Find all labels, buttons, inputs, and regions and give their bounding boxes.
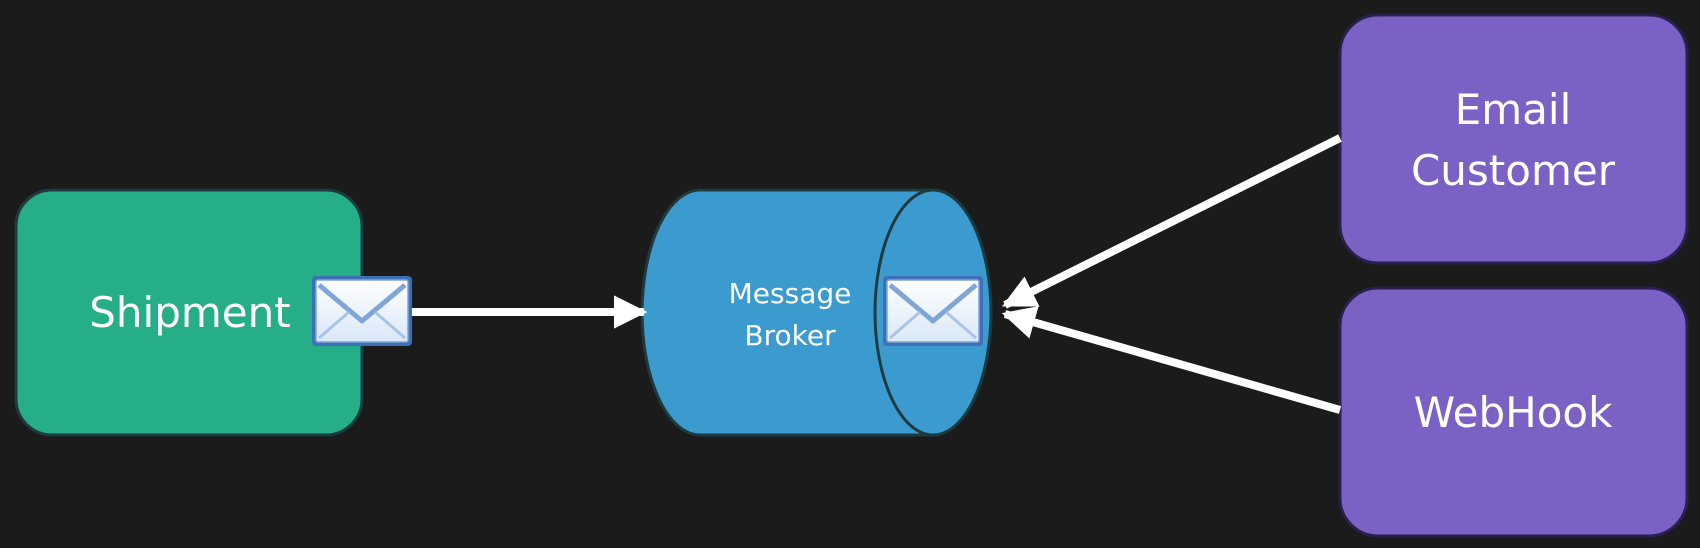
webhook-node: WebHook (1338, 286, 1689, 538)
email-customer-label-line1: Email (1455, 85, 1572, 134)
envelope-icon (312, 276, 412, 346)
email-customer-label-line2: Customer (1411, 146, 1616, 195)
email-customer-node: Email Customer (1338, 13, 1689, 265)
message-broker-node: Message Broker (640, 188, 993, 437)
broker-label-line2: Broker (744, 319, 836, 352)
webhook-to-broker-arrow (1001, 306, 1342, 414)
shipment-label: Shipment (89, 288, 290, 337)
webhook-label: WebHook (1414, 388, 1614, 437)
envelope-icon (883, 276, 983, 346)
shipment-node: Shipment (14, 188, 364, 437)
email-customer-to-broker-arrow (1001, 134, 1342, 309)
broker-label-line1: Message (729, 277, 852, 310)
